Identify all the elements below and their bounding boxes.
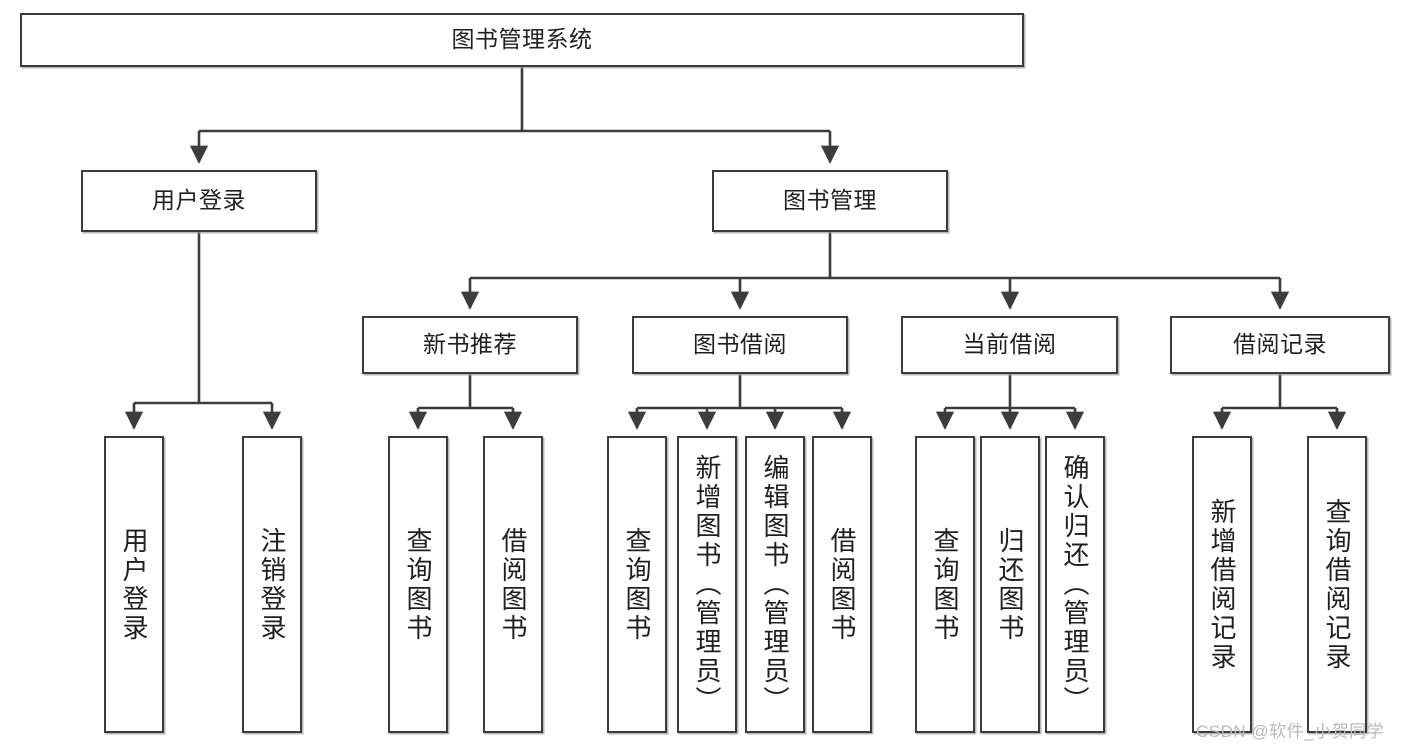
- leaf-node[interactable]: 查询图书: [388, 436, 448, 733]
- leaf-node[interactable]: 归还图书: [980, 436, 1040, 733]
- node-label: 查询借阅记录: [1322, 497, 1352, 672]
- leaf-node[interactable]: 借阅图书: [812, 436, 872, 733]
- node-label: 查询图书: [930, 526, 960, 643]
- node-label: 用户登录: [152, 187, 246, 214]
- leaf-node[interactable]: 查询借阅记录: [1307, 436, 1367, 733]
- node-new-book-recommend[interactable]: 新书推荐: [362, 316, 578, 374]
- node-label: 归还图书: [995, 526, 1025, 643]
- node-borrow-records[interactable]: 借阅记录: [1170, 316, 1390, 374]
- node-label: 当前借阅: [962, 331, 1057, 358]
- csdn-watermark: CSDN @软件_小贺同学: [1196, 722, 1385, 741]
- node-current-borrow[interactable]: 当前借阅: [901, 316, 1118, 374]
- node-label: 注销登录: [257, 526, 287, 643]
- node-label: 查询图书: [403, 526, 433, 643]
- node-label: 借阅记录: [1233, 331, 1327, 358]
- node-label: 查询图书: [622, 526, 652, 643]
- leaf-node[interactable]: 新增图书（管理员）: [677, 436, 737, 733]
- node-root[interactable]: 图书管理系统: [20, 13, 1024, 67]
- leaf-node[interactable]: 用户登录: [104, 436, 164, 733]
- leaf-node[interactable]: 编辑图书（管理员）: [745, 436, 805, 733]
- node-label: 新书推荐: [423, 331, 517, 358]
- node-label: 图书管理: [783, 187, 877, 214]
- node-label: 借阅图书: [498, 526, 528, 643]
- node-label: 借阅图书: [827, 526, 857, 643]
- node-book-management[interactable]: 图书管理: [712, 170, 948, 232]
- node-label: 新增借阅记录: [1207, 497, 1237, 672]
- node-label: 确认归还（管理员）: [1060, 454, 1090, 715]
- node-book-borrow[interactable]: 图书借阅: [632, 316, 848, 374]
- leaf-node[interactable]: 新增借阅记录: [1192, 436, 1252, 733]
- leaf-node[interactable]: 注销登录: [242, 436, 302, 733]
- node-label: 编辑图书（管理员）: [760, 454, 790, 715]
- node-label: 图书借阅: [693, 331, 787, 358]
- leaf-node[interactable]: 查询图书: [607, 436, 667, 733]
- leaf-node[interactable]: 查询图书: [915, 436, 975, 733]
- node-label: 新增图书（管理员）: [692, 454, 722, 715]
- node-label: 用户登录: [119, 526, 149, 643]
- node-label: 图书管理系统: [451, 26, 593, 53]
- leaf-node[interactable]: 借阅图书: [483, 436, 543, 733]
- leaf-node[interactable]: 确认归还（管理员）: [1045, 436, 1105, 733]
- node-user-login[interactable]: 用户登录: [81, 170, 317, 232]
